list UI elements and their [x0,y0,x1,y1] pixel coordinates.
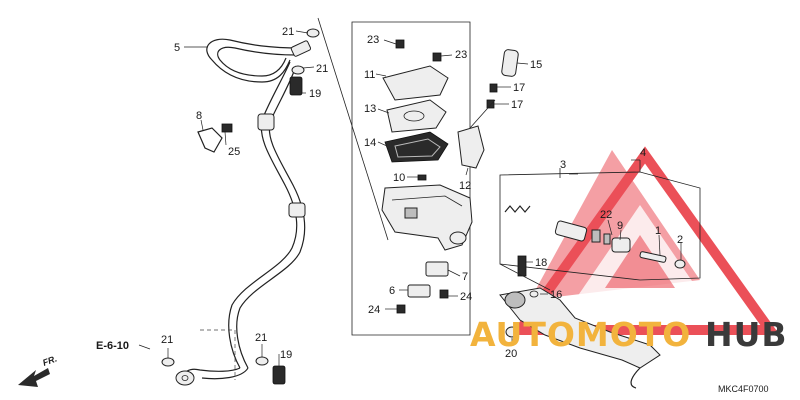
callout-10: 10 [393,172,405,184]
screw-17-lower [486,99,495,109]
callout-17-lower: 17 [511,99,523,111]
hose-collar-middle [288,202,306,218]
section-reference: E-6-10 [96,340,129,352]
push-rod [639,251,667,263]
pivot-nut [505,326,519,338]
banjo-fitting-lower [175,370,195,386]
oil-bolt-upper [289,76,303,96]
switch-6 [407,284,431,298]
banjo-fitting-upper [290,40,312,57]
callout-7: 7 [462,271,468,283]
callout-11: 11 [364,69,375,81]
callout-12: 12 [459,180,471,192]
callout-15: 15 [530,59,542,71]
part-code: MKC4F0700 [718,384,769,394]
callout-18: 18 [535,257,547,269]
callout-9: 9 [617,220,623,232]
hose-clamp [197,127,223,153]
callout-23-left: 23 [367,34,379,46]
sealing-washer-upper-1 [306,28,320,38]
reservoir-cap [382,65,449,101]
callout-16: 16 [550,289,562,301]
callout-17-upper: 17 [513,82,525,94]
front-arrow-icon: FR. [18,354,58,387]
screw-23-right [432,52,442,62]
pin-2 [674,259,686,269]
leader-lines [167,30,682,366]
diaphragm-plate [386,99,447,133]
screw-24-left [396,304,406,314]
reservoir-group-box [351,21,471,336]
callout-21-lower-b: 21 [255,332,267,344]
callout-2: 2 [677,234,683,246]
clutch-hose-assembly [161,28,320,386]
callout-19-upper: 19 [309,88,321,100]
piston-lever-group [499,160,701,389]
pivot-bolt [517,255,527,277]
callout-22: 22 [600,209,612,221]
callout-13: 13 [364,103,376,115]
watermark-triangle-outer [510,146,780,335]
sealing-washer-lower-1 [161,357,175,367]
screw-17-upper [489,83,498,93]
screw-24-right [439,289,449,299]
clamp-bolt [221,123,233,133]
callout-21-upper-b: 21 [316,63,328,75]
callout-labels: 5 21 21 19 8 25 23 23 11 13 14 10 15 17 … [161,26,683,361]
callout-4: 4 [640,147,646,159]
master-cylinder-holder [457,125,485,169]
callout-5: 5 [174,42,180,54]
float-10 [417,174,427,181]
oil-bolt-lower [272,365,286,385]
callout-24-right: 24 [460,291,472,303]
master-cylinder-body [381,184,473,251]
callout-14: 14 [364,137,376,149]
watermark-brand-right: HUB [705,315,788,354]
front-stop-switch [425,261,449,277]
callout-24-left: 24 [368,304,380,316]
spring [504,205,531,213]
watermark-brand-left: AUTOMOTO [470,315,691,354]
hose-collar-upper [257,113,275,131]
callout-21-upper-a: 21 [282,26,294,38]
clutch-lever [499,287,661,369]
callout-8: 8 [196,110,202,122]
sealing-washer-upper-2 [291,65,305,75]
callout-19-lower: 19 [280,349,292,361]
master-cylinder-group [317,17,519,336]
screw-23-left [395,39,405,49]
boot [611,237,631,253]
front-label: FR. [41,354,58,368]
diaphragm [384,131,449,163]
piston [554,220,588,242]
callout-20: 20 [505,348,517,360]
callout-1: 1 [655,225,661,237]
callout-3: 3 [560,159,566,171]
callout-6: 6 [389,285,395,297]
holder-15 [501,49,519,77]
callout-21-lower-a: 21 [161,334,173,346]
sealing-washer-lower-2 [255,356,269,366]
callout-25: 25 [228,146,240,158]
watermark-triangle-core [605,235,675,288]
callout-23-right: 23 [455,49,467,61]
